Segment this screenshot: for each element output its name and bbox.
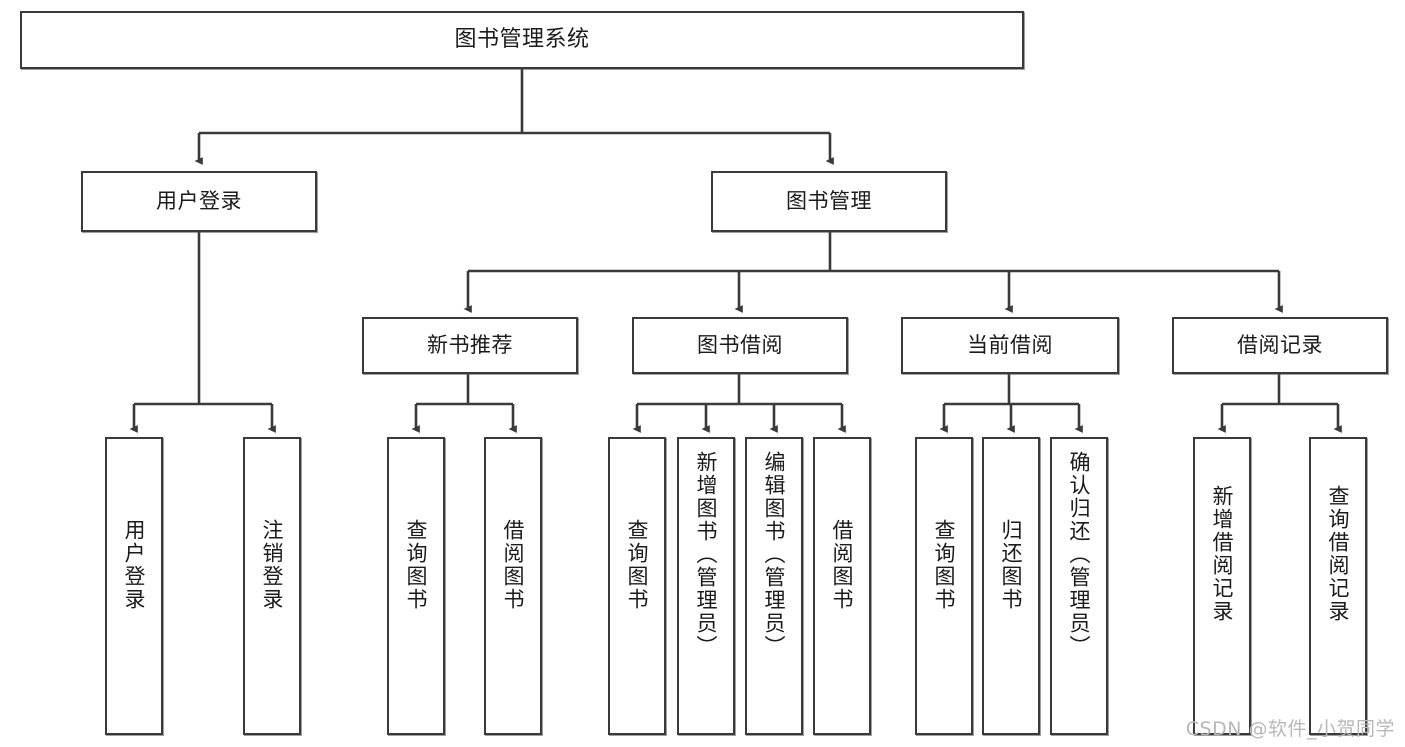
node-leaf-query-book-2-label: 查询图书 [625, 519, 650, 611]
node-leaf-add-record-label: 新增借阅记录 [1210, 485, 1235, 623]
node-leaf-confirm-return[interactable]: 确认归还（管理员） [1050, 437, 1108, 735]
node-leaf-borrow-book-1[interactable]: 借阅图书 [484, 437, 542, 735]
node-current-borrow[interactable]: 当前借阅 [901, 317, 1119, 374]
node-user-login[interactable]: 用户登录 [81, 171, 317, 232]
node-leaf-borrow-book-2[interactable]: 借阅图书 [813, 437, 871, 735]
node-leaf-query-book-1-label: 查询图书 [404, 519, 429, 611]
node-leaf-return-book-label: 归还图书 [999, 519, 1024, 611]
node-book-manage-label: 图书管理 [786, 189, 872, 214]
node-book-manage[interactable]: 图书管理 [711, 171, 947, 232]
node-borrow-record-label: 借阅记录 [1237, 333, 1323, 358]
node-leaf-add-book-label: 新增图书（管理员） [694, 451, 719, 658]
node-leaf-edit-book[interactable]: 编辑图书（管理员） [745, 437, 803, 735]
node-leaf-query-book-3-label: 查询图书 [932, 519, 957, 611]
node-leaf-query-record[interactable]: 查询借阅记录 [1309, 437, 1367, 735]
node-current-borrow-label: 当前借阅 [967, 333, 1053, 358]
node-leaf-query-book-1[interactable]: 查询图书 [387, 437, 445, 735]
node-leaf-add-record[interactable]: 新增借阅记录 [1193, 437, 1251, 735]
node-leaf-user-logout-label: 注销登录 [260, 519, 285, 611]
node-leaf-user-login-label: 用户登录 [122, 519, 147, 611]
node-leaf-edit-book-label: 编辑图书（管理员） [762, 451, 787, 658]
node-leaf-confirm-return-label: 确认归还（管理员） [1067, 451, 1092, 658]
node-root[interactable]: 图书管理系统 [20, 11, 1024, 69]
node-user-login-label: 用户登录 [156, 189, 242, 214]
node-leaf-query-record-label: 查询借阅记录 [1326, 485, 1351, 623]
node-book-borrow-label: 图书借阅 [697, 333, 783, 358]
node-leaf-query-book-3[interactable]: 查询图书 [915, 437, 973, 735]
node-leaf-query-book-2[interactable]: 查询图书 [608, 437, 666, 735]
watermark-text: CSDN @软件_小贺同学 [1185, 718, 1395, 740]
node-book-borrow[interactable]: 图书借阅 [632, 317, 848, 374]
node-new-book-recommend[interactable]: 新书推荐 [362, 317, 578, 374]
node-leaf-borrow-book-2-label: 借阅图书 [830, 519, 855, 611]
node-borrow-record[interactable]: 借阅记录 [1172, 317, 1388, 374]
node-root-label: 图书管理系统 [454, 27, 590, 53]
node-leaf-return-book[interactable]: 归还图书 [982, 437, 1040, 735]
node-leaf-add-book[interactable]: 新增图书（管理员） [677, 437, 735, 735]
node-leaf-borrow-book-1-label: 借阅图书 [501, 519, 526, 611]
node-leaf-user-login[interactable]: 用户登录 [105, 437, 163, 735]
node-new-book-recommend-label: 新书推荐 [427, 333, 513, 358]
node-leaf-user-logout[interactable]: 注销登录 [243, 437, 301, 735]
